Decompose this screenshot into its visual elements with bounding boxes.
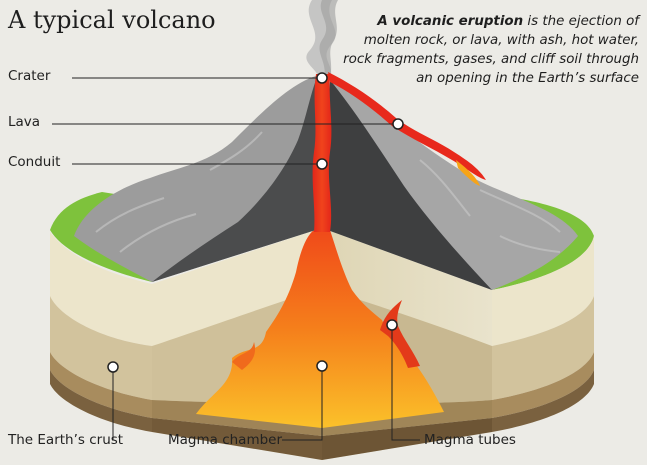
crust-left-face	[50, 232, 152, 432]
crater-marker	[316, 72, 328, 84]
tubes-marker	[386, 319, 398, 331]
label-magma-tubes: Magma tubes	[424, 432, 516, 448]
label-lava: Lava	[8, 114, 41, 130]
crust-right-face	[492, 236, 594, 432]
cone-cut-left	[152, 80, 322, 282]
magma-tube	[380, 300, 420, 368]
lava-marker	[392, 118, 404, 130]
label-crater: Crater	[8, 68, 51, 84]
conduit	[312, 74, 332, 232]
lava-flow-tip	[456, 160, 480, 186]
smoke-plume	[306, 0, 338, 78]
leader-lines	[52, 77, 420, 441]
crust-marker	[107, 361, 119, 373]
slope-texture	[95, 131, 561, 253]
description-text: is the ejection of molten rock, or lava,…	[343, 14, 639, 86]
lava-flow	[328, 72, 486, 180]
description: A volcanic eruption is the ejection of m…	[339, 12, 639, 88]
diagram-title: A typical volcano	[8, 6, 216, 34]
magma-tube-small	[232, 342, 256, 370]
label-earths-crust: The Earth’s crust	[8, 432, 124, 448]
description-lead: A volcanic eruption	[377, 14, 524, 29]
label-magma-chamber: Magma chamber	[168, 432, 283, 448]
chamber-marker	[316, 360, 328, 372]
magma-chamber	[196, 230, 444, 428]
conduit-marker	[316, 158, 328, 170]
label-conduit: Conduit	[8, 154, 61, 170]
markers	[107, 72, 404, 373]
cone-cut-right	[322, 80, 492, 290]
